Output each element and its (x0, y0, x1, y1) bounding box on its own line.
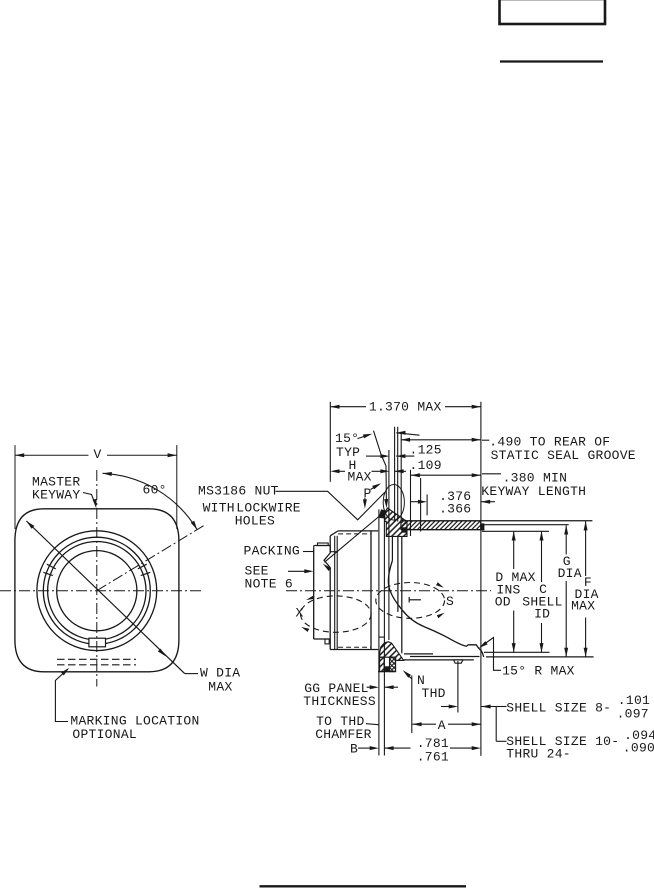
svg-text:60°: 60° (143, 482, 167, 497)
svg-text:.090: .090 (623, 740, 654, 755)
svg-text:S: S (446, 594, 454, 609)
svg-text:.101: .101 (618, 693, 650, 708)
svg-text:LOCKWIRE: LOCKWIRE (236, 500, 301, 515)
svg-text:MS3186 NUT: MS3186 NUT (198, 483, 279, 498)
svg-text:W DIA: W DIA (200, 665, 240, 680)
svg-text:SEE: SEE (245, 563, 269, 578)
svg-text:A: A (438, 718, 446, 733)
svg-text:TYP: TYP (336, 445, 360, 460)
svg-text:.125: .125 (410, 443, 442, 458)
svg-text:THD: THD (422, 686, 446, 701)
svg-text:.366: .366 (439, 502, 471, 517)
svg-text:H: H (349, 458, 357, 473)
svg-text:DIA: DIA (558, 566, 582, 581)
svg-text:.490 TO REAR OF: .490 TO REAR OF (489, 434, 610, 449)
svg-text:OD: OD (495, 595, 511, 610)
svg-text:PACKING: PACKING (244, 544, 301, 559)
svg-text:D MAX: D MAX (495, 570, 535, 585)
svg-text:.097: .097 (617, 707, 649, 722)
svg-text:X: X (296, 605, 304, 620)
svg-text:ID: ID (534, 607, 550, 622)
svg-text:SHELL SIZE 10-: SHELL SIZE 10- (506, 734, 619, 749)
svg-text:.376: .376 (439, 489, 471, 504)
svg-text:15° R MAX: 15° R MAX (502, 664, 575, 679)
svg-text:V: V (94, 447, 102, 462)
svg-text:THRU 24-: THRU 24- (506, 747, 571, 762)
svg-text:.094: .094 (624, 728, 654, 743)
svg-text:C: C (539, 582, 547, 597)
svg-text:15°: 15° (335, 431, 359, 446)
svg-text:THICKNESS: THICKNESS (303, 694, 376, 709)
svg-text:NOTE 6: NOTE 6 (245, 576, 293, 591)
svg-text:WITH: WITH (203, 500, 235, 515)
svg-text:TO THD: TO THD (316, 714, 364, 729)
svg-text:P: P (364, 486, 372, 501)
svg-text:F: F (584, 575, 592, 590)
svg-text:DIA: DIA (575, 587, 599, 602)
svg-text:MAX: MAX (571, 599, 595, 614)
svg-text:MAX: MAX (208, 679, 232, 694)
svg-text:MAX: MAX (348, 470, 372, 485)
svg-text:STATIC SEAL GROOVE: STATIC SEAL GROOVE (491, 448, 636, 463)
svg-text:OPTIONAL: OPTIONAL (72, 727, 137, 742)
svg-text:N: N (417, 673, 425, 688)
svg-text:B: B (350, 742, 358, 757)
svg-text:1.370 MAX: 1.370 MAX (369, 400, 442, 415)
svg-text:GG PANEL: GG PANEL (304, 681, 369, 696)
svg-text:HOLES: HOLES (235, 513, 275, 528)
svg-text:.109: .109 (410, 458, 442, 473)
svg-text:SHELL: SHELL (522, 594, 562, 609)
svg-text:INS: INS (496, 583, 520, 598)
svg-text:.781: .781 (417, 736, 449, 751)
svg-text:KEYWAY LENGTH: KEYWAY LENGTH (481, 484, 586, 499)
svg-text:.761: .761 (417, 749, 449, 764)
svg-text:KEYWAY: KEYWAY (32, 488, 80, 503)
svg-text:MASTER: MASTER (32, 475, 80, 490)
svg-text:CHAMFER: CHAMFER (315, 727, 372, 742)
svg-text:SHELL SIZE 8-: SHELL SIZE 8- (506, 700, 611, 715)
svg-text:MARKING LOCATION: MARKING LOCATION (70, 713, 199, 728)
svg-text:.380 MIN: .380 MIN (503, 470, 568, 485)
svg-text:G: G (563, 554, 571, 569)
